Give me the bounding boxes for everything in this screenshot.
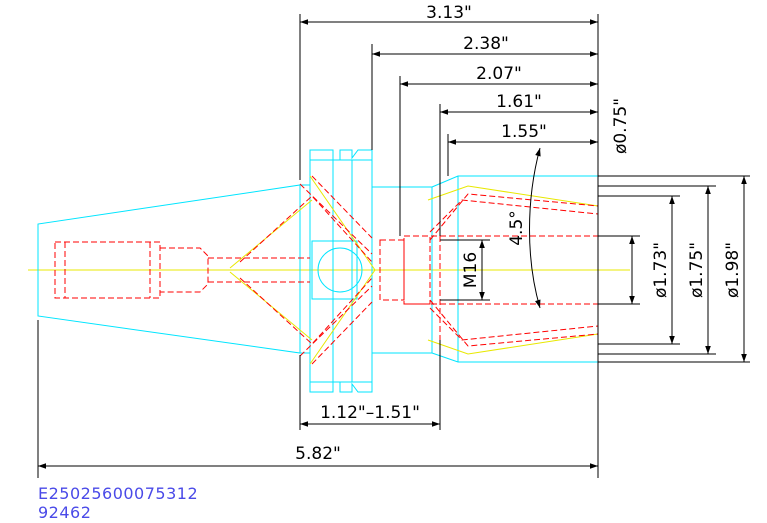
part-number: 92462 (38, 503, 92, 522)
dim-taper-inner: 1.55" (501, 122, 547, 142)
hidden-lines (54, 175, 599, 365)
dim-diameter-175: ø1.75" (687, 242, 707, 298)
collet-profile (229, 175, 599, 365)
dim-thread: M16 (461, 252, 481, 288)
dim-angle: 4.5° (507, 210, 527, 246)
dim-bore-depth: 2.07" (476, 64, 522, 84)
dim-gauge-range: 1.12"–1.51" (320, 403, 420, 423)
dim-diameter-small: ø0.75" (611, 98, 631, 154)
dim-overall-length: 5.82" (295, 444, 341, 464)
dimension-lines (37, 14, 750, 478)
dim-diameter-198: ø1.98" (723, 242, 743, 298)
holder-outline (37, 149, 599, 393)
dim-taper-outer: 1.61" (496, 92, 542, 112)
part-code: E25025600075312 (38, 484, 199, 503)
dim-diameter-173: ø1.73" (651, 242, 671, 298)
dim-overall-top: 3.13" (426, 3, 472, 23)
dim-flange-to-front: 2.38" (463, 34, 509, 54)
